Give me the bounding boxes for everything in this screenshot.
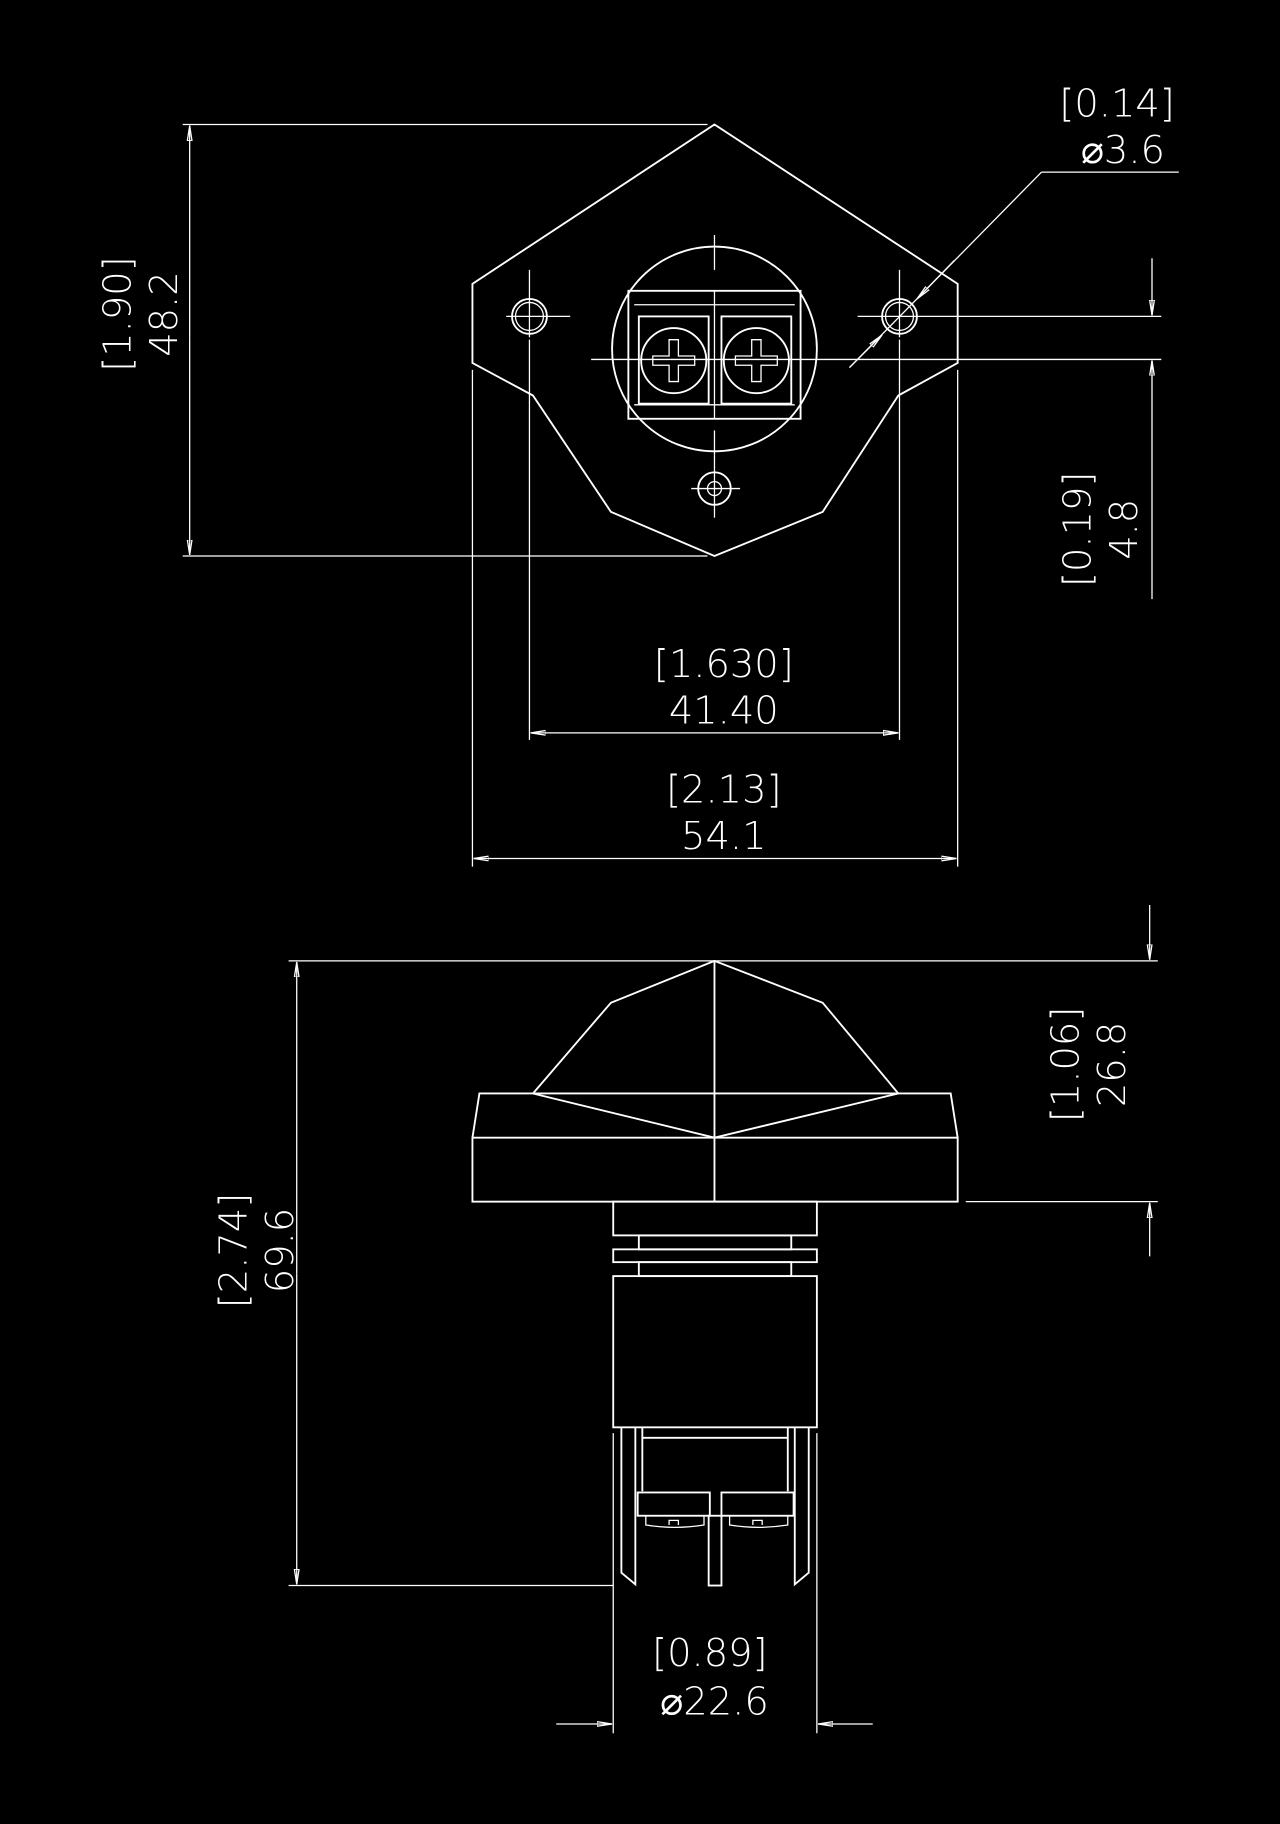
mounting-hole-left: [506, 269, 571, 338]
dim-cap-inch: [1.06]: [1044, 1007, 1089, 1122]
dim-length-inch: [2.74]: [212, 1193, 257, 1308]
dim-hole-inch: [0.14]: [1059, 81, 1174, 126]
contact-block: [620, 1427, 810, 1587]
dim-length-mm: 69.6: [258, 1208, 303, 1293]
dim-cap-mm: 26.8: [1090, 1022, 1135, 1107]
dim-spacing-mm: 41.40: [669, 689, 779, 734]
dim-diameter-inch: [0.89]: [652, 1631, 767, 1676]
dim-offset-inch: [0.19]: [1055, 472, 1100, 587]
screw-right-icon: [722, 327, 790, 395]
dim-spacing-inch: [1.630]: [654, 642, 794, 687]
dim-width-mm: 54.1: [681, 814, 766, 859]
flange-outline: [471, 123, 959, 558]
dim-width-inch: [2.13]: [666, 768, 781, 813]
mounting-hole-right: [857, 269, 1162, 338]
led-indicator: [691, 471, 741, 506]
screw-left-icon: [640, 327, 708, 395]
dim-height-mm: 48.2: [142, 271, 187, 356]
dim-hole-mm: ⌀3.6: [1081, 128, 1165, 173]
dim-offset-mm: 4.8: [1102, 499, 1147, 560]
side-view: [2.74] 69.6 [1.06] 26.8 [0.89] ⌀22.6: [212, 905, 1158, 1734]
switch-stem: [612, 1200, 818, 1429]
pushbutton-cap: [471, 959, 959, 1203]
terminal-body: [591, 234, 1162, 518]
dim-diameter-mm: ⌀22.6: [660, 1680, 769, 1725]
top-view: [1.90] 48.2 [0.14] ⌀3.6 [0.19] 4.8 [1.63…: [95, 81, 1179, 867]
dim-height-inch: [1.90]: [95, 256, 140, 371]
